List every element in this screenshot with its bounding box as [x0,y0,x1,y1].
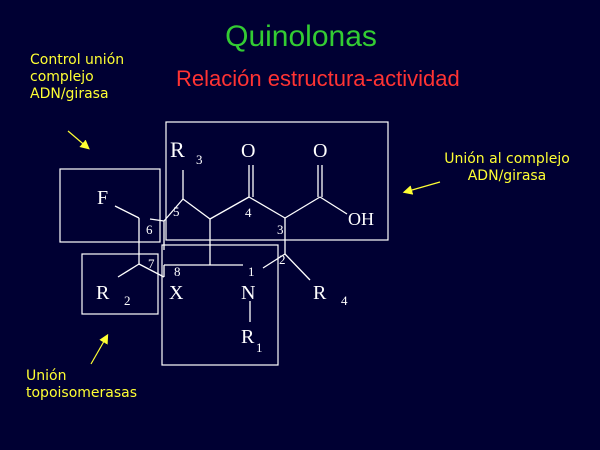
box-n1-region [161,244,279,366]
position-1: 1 [248,264,255,279]
page-subtitle: Relación estructura-actividad [176,66,460,91]
bond-lines [114,165,348,322]
label-r3: R [170,137,185,162]
arrow-top-left [67,130,90,150]
label-r1-subscript: 1 [256,340,263,355]
position-8: 8 [174,264,181,279]
label-fluorine: F [97,187,108,209]
box-c7-region [81,253,159,315]
position-2: 2 [279,252,286,267]
label-acid-oxygen: O [313,140,327,162]
label-x-atom: X [169,282,184,304]
position-4: 4 [245,205,252,220]
box-c3-c4-region [165,121,389,241]
label-r4: R [313,282,327,304]
position-6: 6 [146,222,153,237]
label-hydroxyl: OH [348,209,374,229]
label-r4-subscript: 4 [341,293,348,308]
label-nitrogen: N [241,282,255,304]
arrow-right [402,181,441,195]
label-ketone-oxygen: O [241,140,255,162]
arrow-bottom-left [90,333,109,365]
label-r2: R [96,282,110,304]
position-3: 3 [277,222,284,237]
label-r2-subscript: 2 [124,293,131,308]
box-c6-region [59,168,161,243]
position-7: 7 [148,256,155,271]
label-r1: R [241,326,255,348]
label-r3-subscript: 3 [196,152,203,167]
position-5: 5 [173,204,180,219]
page-title: Quinolonas [225,20,377,53]
